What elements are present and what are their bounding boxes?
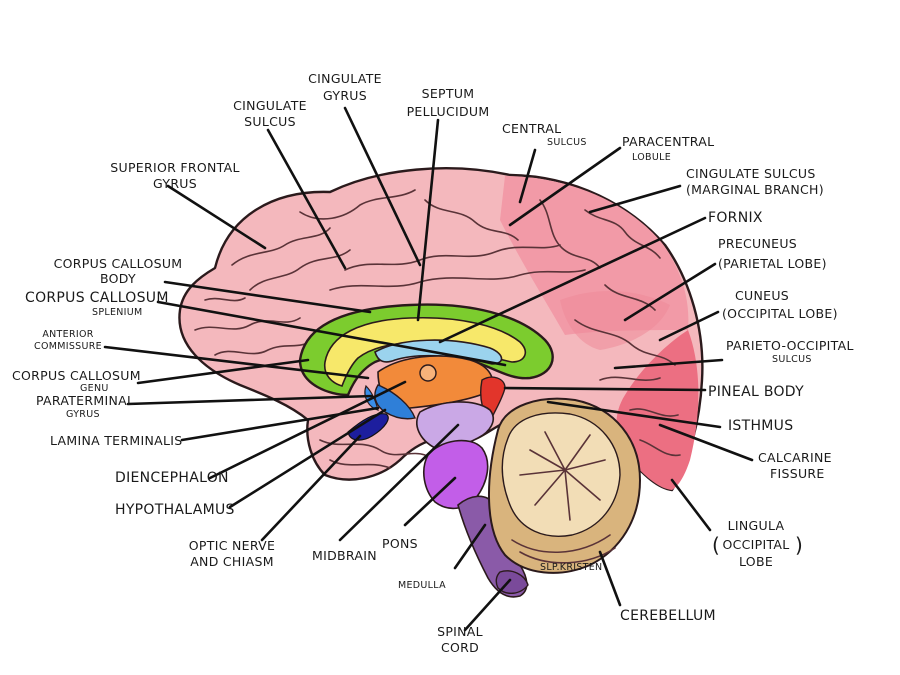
lingula-paren-close: ) <box>795 533 803 557</box>
cerebellum <box>488 397 642 574</box>
label-fornix: FORNIX <box>708 210 763 226</box>
thalamus-nucleus <box>419 364 437 382</box>
label-lamina-terminalis: LAMINA TERMINALIS <box>50 433 182 448</box>
label-cerebellum: CEREBELLUM <box>620 608 716 624</box>
artist-signature: SLP.KRISTEN <box>540 562 602 573</box>
precuneus-highlight <box>560 290 670 350</box>
label-cuneus: CUNEUS(OCCIPITAL LOBE) <box>722 288 838 321</box>
label-pineal-body: PINEAL BODY <box>708 384 804 400</box>
leader-lines <box>103 106 754 632</box>
label-medulla: MEDULLA <box>398 580 446 591</box>
midbrain <box>416 401 494 450</box>
label-isthmus: ISTHMUS <box>728 418 793 434</box>
label-pons: PONS <box>382 536 418 551</box>
brainstem <box>416 401 529 598</box>
lingula-paren-open: ( <box>712 533 720 557</box>
label-hypothalamus: HYPOTHALAMUS <box>115 502 235 518</box>
occipital-region <box>616 330 699 490</box>
label-midbrain: MIDBRAIN <box>312 548 377 563</box>
label-diencephalon: DIENCEPHALON <box>115 470 229 486</box>
label-precuneus: PRECUNEUS(PARIETAL LOBE) <box>718 236 827 271</box>
label-cingulate-sulcus-marginal: CINGULATE SULCUS(MARGINAL BRANCH) <box>686 166 824 197</box>
